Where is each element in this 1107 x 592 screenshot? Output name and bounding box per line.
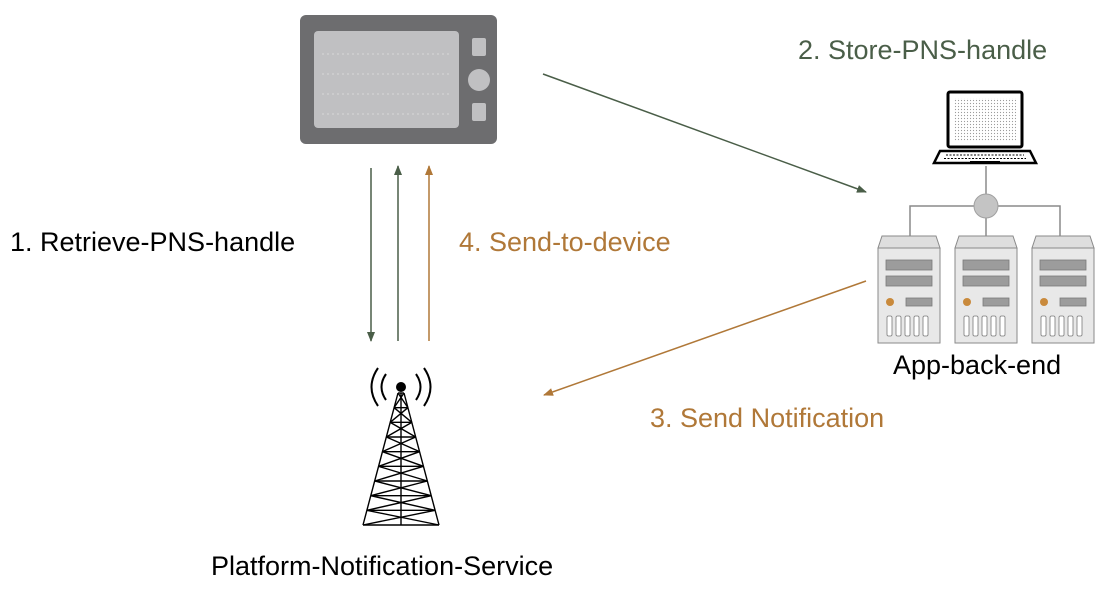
server-unit xyxy=(954,235,1018,344)
send-to-device-label: 4. Send-to-device xyxy=(459,227,671,257)
send-notification-arrow xyxy=(543,280,867,396)
radio-tower-icon xyxy=(362,367,440,526)
tablet-device-icon xyxy=(300,15,497,144)
server-unit xyxy=(877,235,941,344)
store-pns-handle-label: 2. Store-PNS-handle xyxy=(798,35,1048,65)
store-handle-arrow xyxy=(542,73,867,193)
laptop-icon xyxy=(931,90,1039,165)
retrieve-pns-handle-label: 1. Retrieve-PNS-handle xyxy=(10,227,296,257)
server-unit xyxy=(1031,235,1095,344)
send-notification-label: 3. Send Notification xyxy=(650,403,885,433)
network-hub-icon xyxy=(973,193,999,219)
platform-notification-service-label: Platform-Notification-Service xyxy=(211,551,554,581)
server-rack-icon xyxy=(877,235,1095,344)
app-back-end-label: App-back-end xyxy=(893,350,1062,380)
